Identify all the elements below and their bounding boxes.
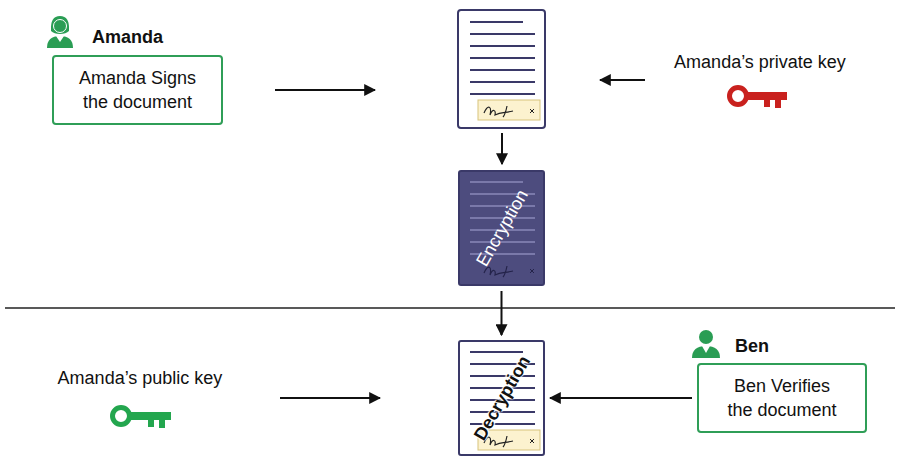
key-shaft xyxy=(746,92,787,100)
key-label: Amanda’s public key xyxy=(30,367,250,389)
key-icon xyxy=(730,88,788,109)
flow-arrow xyxy=(275,89,375,91)
key-label: Amanda’s private key xyxy=(650,51,870,73)
decrypted-document: Decryption xyxy=(458,340,545,456)
sign-mark xyxy=(530,109,534,113)
key-tooth xyxy=(148,419,154,427)
text-line xyxy=(470,81,535,83)
process-box: BenBen Verifies the document xyxy=(697,363,867,433)
text-lines xyxy=(470,22,535,94)
collar-shape xyxy=(56,36,64,42)
flow-arrow xyxy=(501,133,503,164)
body-shape xyxy=(692,346,720,358)
head-shape xyxy=(54,20,67,33)
document-label: Encryption xyxy=(471,186,533,271)
text-line xyxy=(470,45,535,47)
key-ring xyxy=(730,88,747,105)
hair-shape xyxy=(51,16,69,34)
document-icon xyxy=(458,10,545,128)
process-box: AmandaAmanda Signs the document xyxy=(52,55,223,125)
encrypted-document: Encryption xyxy=(458,170,545,286)
document-label: Decryption xyxy=(468,352,534,444)
signature-field xyxy=(478,100,540,120)
document-page xyxy=(458,10,545,128)
flow-arrow xyxy=(280,397,380,399)
flow-arrow xyxy=(550,397,692,399)
key-tooth xyxy=(159,419,165,428)
flow-arrow xyxy=(600,79,645,81)
key-ring xyxy=(113,408,130,425)
person-icon xyxy=(692,330,720,358)
key-icon xyxy=(113,408,172,429)
key-tooth xyxy=(775,99,781,108)
person-icon xyxy=(47,16,73,48)
collar-shape xyxy=(702,346,710,353)
text-line xyxy=(470,33,535,35)
step-text: Amanda Signs the document xyxy=(54,57,221,123)
divider-line xyxy=(5,307,895,309)
text-line xyxy=(470,69,535,71)
actor-name: Amanda xyxy=(92,26,163,48)
text-line xyxy=(470,57,535,59)
body-shape xyxy=(47,36,73,48)
key-tooth xyxy=(764,99,770,107)
signature-scribble xyxy=(484,106,513,117)
key-shaft xyxy=(129,412,171,420)
text-line xyxy=(470,21,523,23)
step-text: Ben Verifies the document xyxy=(699,365,865,431)
text-line xyxy=(470,93,535,95)
flow-arrow xyxy=(501,291,503,335)
actor-name: Ben xyxy=(735,335,769,357)
head-shape xyxy=(699,330,713,344)
